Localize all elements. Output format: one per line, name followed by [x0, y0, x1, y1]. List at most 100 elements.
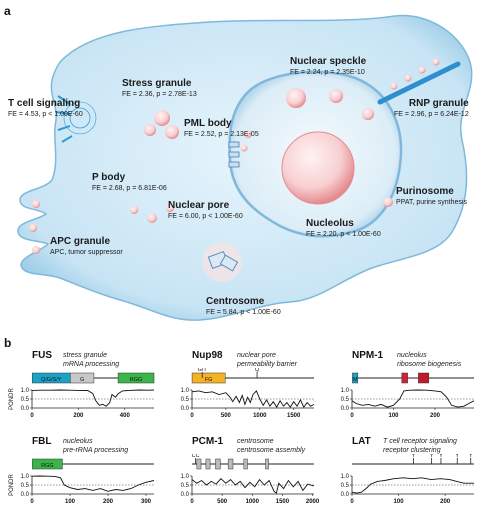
label-nuclear-pore: Nuclear pore FE = 6.00, p < 1.00E-60 — [168, 200, 243, 221]
y-tick-label: 1.0 — [21, 388, 30, 394]
x-tick-label: 2000 — [306, 499, 320, 505]
motif-label: Y — [439, 454, 443, 459]
panel-b-letter: b — [4, 336, 11, 350]
y-tick-label: 0.0 — [341, 492, 350, 498]
domain-box — [418, 373, 428, 383]
domain-label: Q/G/S/Y — [41, 377, 62, 383]
y-tick-label: 0.5 — [341, 397, 350, 403]
domain-box — [197, 459, 201, 469]
domain-box — [266, 459, 269, 469]
y-tick-label: 0.5 — [21, 483, 30, 489]
x-tick-label: 0 — [30, 499, 34, 505]
pondr-profile — [352, 478, 474, 493]
pondr-axis-label: PONDR — [9, 388, 15, 410]
y-tick-label: 1.0 — [341, 388, 350, 394]
domain-label: RGG — [41, 463, 54, 469]
centrosome-graphic — [202, 242, 242, 282]
motif-label: CC — [192, 454, 200, 459]
domain-box — [206, 459, 210, 469]
y-tick-label: 1.0 — [181, 388, 190, 394]
description-line: T cell receptor signaling — [383, 437, 457, 446]
y-tick-label: 0.5 — [181, 483, 190, 489]
y-tick-label: 0.5 — [341, 483, 350, 489]
motif-label: Y — [469, 454, 473, 459]
y-tick-label: 0.0 — [21, 406, 30, 412]
x-tick-label: 200 — [430, 413, 441, 419]
x-tick-label: 400 — [120, 413, 131, 419]
y-tick-label: 0.5 — [181, 397, 190, 403]
label-apc-granule: APC granule APC, tumor suppressor — [50, 236, 123, 257]
domain-label: G — [80, 377, 84, 383]
label-nuclear-speckle: Nuclear speckle FE = 2.24, p = 2.35E-10 — [290, 56, 366, 77]
pondr-profile — [352, 390, 474, 407]
motif-label: G/T — [198, 368, 208, 373]
description-line: nucleolus — [63, 437, 128, 446]
pondr-profile — [192, 479, 314, 493]
x-tick-label: 0 — [350, 413, 354, 419]
y-tick-label: 0.0 — [181, 406, 190, 412]
domain-box — [244, 459, 248, 469]
motif-label: Y — [455, 454, 459, 459]
y-tick-label: 0.5 — [21, 397, 30, 403]
pondr-axis-label: PONDR — [9, 474, 15, 496]
domain-label: RGG — [130, 377, 143, 383]
label-pml-body: PML body FE = 2.52, p = 2.13E-05 — [184, 118, 259, 139]
label-rnp-granule: RNP granule FE = 2.96, p = 6.24E-12 — [394, 98, 469, 119]
label-centrosome: Centrosome FE = 5.84, p < 1.00E-60 — [206, 296, 281, 317]
label-t-cell-signaling: T cell signaling FE = 4.53, p < 1.00E-60 — [8, 98, 83, 119]
pondr-profile — [32, 390, 154, 406]
x-tick-label: 0 — [190, 413, 194, 419]
protein-plot: FG G/T Q 0.0 0.5 1.0 0 500 1000 1500 — [166, 368, 326, 436]
x-tick-label: 200 — [440, 499, 451, 505]
protein-plot: Q/G/S/Y G RGG 0.0 0.5 1.0 0 200 400 PONDR — [6, 368, 166, 436]
y-tick-label: 0.0 — [181, 492, 190, 498]
description-line: stress granule — [63, 351, 119, 360]
x-tick-label: 200 — [103, 499, 114, 505]
protein-name: FUS — [32, 350, 52, 361]
domain-box — [402, 373, 408, 383]
y-tick-label: 1.0 — [181, 474, 190, 480]
x-tick-label: 100 — [65, 499, 76, 505]
protein-name: NPM-1 — [352, 350, 383, 361]
label-nucleolus: Nucleolus FE = 2.20, p < 1.00E-60 — [306, 218, 381, 239]
x-tick-label: 0 — [190, 499, 194, 505]
description-line: centrosome — [237, 437, 305, 446]
x-tick-label: 1000 — [253, 413, 267, 419]
motif-label: Y — [430, 454, 434, 459]
x-tick-label: 500 — [221, 413, 232, 419]
label-stress-granule: Stress granule FE = 2.36, p = 2.78E-13 — [122, 78, 197, 99]
domain-label: FG — [205, 377, 213, 383]
panel-a-letter: a — [4, 4, 11, 18]
x-tick-label: 1500 — [287, 413, 301, 419]
protein-name: PCM-1 — [192, 436, 223, 447]
protein-panel-fus: FUSstress granulemRNA processingQ/G/S/YG… — [6, 350, 166, 436]
y-tick-label: 1.0 — [341, 474, 350, 480]
x-tick-label: 200 — [73, 413, 84, 419]
x-tick-label: 1000 — [246, 499, 260, 505]
description-line: nucleolus — [397, 351, 461, 360]
x-tick-label: 500 — [217, 499, 228, 505]
x-tick-label: 100 — [394, 499, 405, 505]
protein-name: FBL — [32, 436, 51, 447]
x-tick-label: 0 — [350, 499, 354, 505]
motif-label: Y — [412, 454, 416, 459]
motif-label: Q — [255, 368, 260, 373]
x-tick-label: 300 — [141, 499, 152, 505]
domain-box — [216, 459, 221, 469]
x-tick-label: 0 — [30, 413, 34, 419]
protein-name: Nup98 — [192, 350, 223, 361]
nucleolus-droplet — [282, 132, 354, 204]
domain-box — [228, 459, 233, 469]
